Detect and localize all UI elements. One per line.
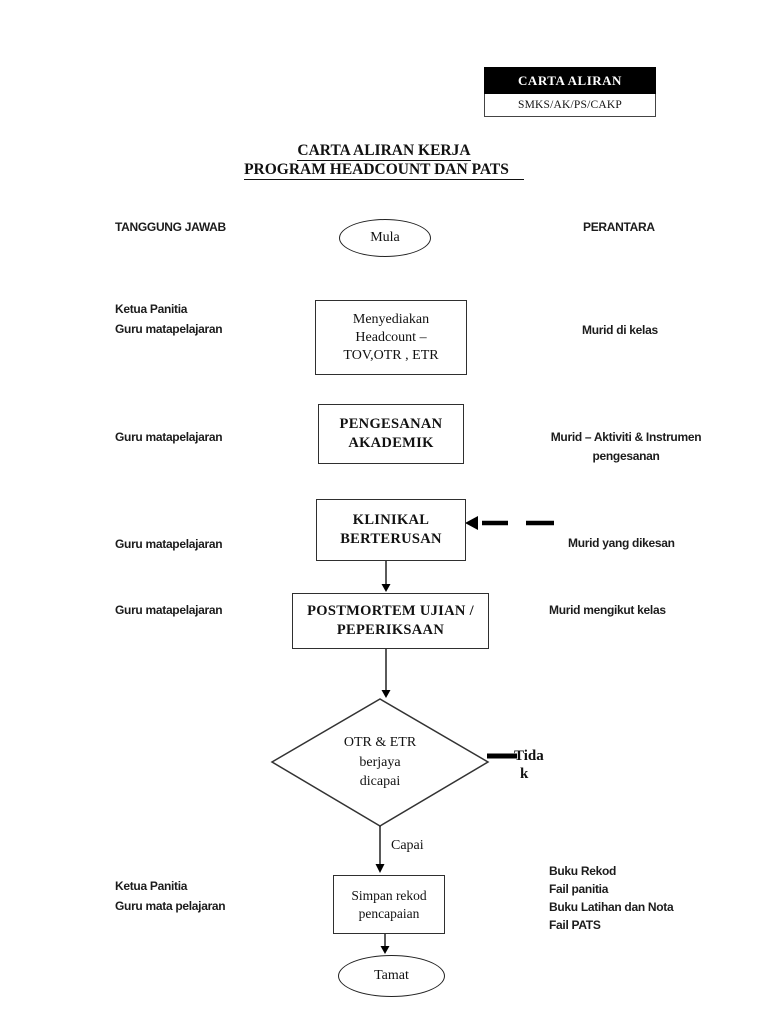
- arrowhead-postmortem: [381, 584, 391, 592]
- right-label-row5-line4: Fail PATS: [549, 918, 601, 932]
- process-save-record: Simpan rekod pencapaian: [333, 875, 445, 934]
- right-label-row5-line2: Fail panitia: [549, 882, 609, 896]
- left-label-row5: Ketua Panitia Guru mata pelajaran: [115, 876, 226, 916]
- postmortem-line2: PEPERIKSAAN: [336, 622, 445, 638]
- klinikal-line1: KLINIKAL: [352, 512, 430, 528]
- save-record-line1: Simpan rekod: [351, 887, 427, 903]
- decision-line3: dicapai: [359, 774, 401, 789]
- right-label-row5: Buku Rekod Fail panitia Buku Latihan dan…: [549, 862, 674, 934]
- left-label-row1-line1: Ketua Panitia: [115, 302, 188, 316]
- left-label-row1: Ketua Panitia Guru matapelajaran: [115, 299, 223, 339]
- dashed-arrowhead: [465, 516, 478, 530]
- process-pengesanan-akademik: PENGESANAN AKADEMIK: [318, 404, 464, 464]
- right-label-row2-line1: Murid – Aktiviti & Instrumen: [550, 430, 702, 444]
- prepare-headcount-line1: Menyediakan: [352, 311, 430, 327]
- pengesanan-line2: AKADEMIK: [348, 435, 434, 451]
- right-label-row5-line3: Buku Latihan dan Nota: [549, 900, 674, 914]
- end-node: Tamat: [338, 955, 445, 997]
- edge-label-no: Tida k: [514, 747, 544, 783]
- start-node: Mula: [339, 219, 431, 257]
- edge-label-no-line2: k: [520, 766, 529, 782]
- document-stamp: CARTA ALIRAN SMKS/AK/PS/CAKP: [484, 67, 656, 117]
- left-label-row3: Guru matapelajaran: [115, 537, 223, 551]
- left-label-row1-line2: Guru matapelajaran: [115, 322, 223, 336]
- left-label-row5-line2: Guru mata pelajaran: [115, 899, 226, 913]
- arrowhead-decision: [381, 690, 391, 698]
- page-title-line2: PROGRAM HEADCOUNT DAN PATS: [244, 161, 524, 180]
- column-header-left: TANGGUNG JAWAB: [115, 220, 226, 234]
- right-label-row4: Murid mengikut kelas: [549, 603, 666, 617]
- edge-label-no-line1: Tida: [514, 748, 544, 764]
- decision-line2: berjaya: [359, 754, 401, 770]
- edge-label-yes: Capai: [391, 838, 424, 853]
- pengesanan-line1: PENGESANAN: [339, 416, 443, 432]
- stamp-title: CARTA ALIRAN: [484, 67, 656, 94]
- decision-line1: OTR & ETR: [343, 735, 417, 750]
- decision-node-text: OTR & ETR berjaya dicapai: [307, 733, 453, 792]
- left-label-row2: Guru matapelajaran: [115, 430, 223, 444]
- right-label-row2: Murid – Aktiviti & Instrumen pengesanan: [540, 428, 712, 466]
- arrowhead-save: [375, 864, 385, 873]
- save-record-line2: pencapaian: [358, 905, 420, 921]
- stamp-code: SMKS/AK/PS/CAKP: [484, 94, 656, 117]
- start-node-label: Mula: [370, 230, 400, 245]
- postmortem-line1: POSTMORTEM UJIAN /: [307, 603, 474, 619]
- process-prepare-headcount: Menyediakan Headcount – TOV,OTR , ETR: [315, 300, 467, 375]
- right-label-row2-line2: pengesanan: [592, 449, 660, 463]
- arrowhead-end: [380, 946, 390, 954]
- end-node-label: Tamat: [374, 968, 409, 983]
- prepare-headcount-line2: Headcount –: [355, 329, 427, 345]
- prepare-headcount-line3: TOV,OTR , ETR: [343, 347, 439, 363]
- right-label-row1: Murid di kelas: [582, 323, 658, 337]
- column-header-right: PERANTARA: [583, 220, 655, 234]
- left-label-row5-line1: Ketua Panitia: [115, 879, 188, 893]
- process-klinikal-berterusan: KLINIKAL BERTERUSAN: [316, 499, 466, 561]
- process-postmortem: POSTMORTEM UJIAN / PEPERIKSAAN: [292, 593, 489, 649]
- left-label-row4: Guru matapelajaran: [115, 603, 223, 617]
- klinikal-line2: BERTERUSAN: [340, 531, 442, 547]
- page-title: CARTA ALIRAN KERJA PROGRAM HEADCOUNT DAN…: [0, 141, 768, 180]
- right-label-row5-line1: Buku Rekod: [549, 864, 617, 878]
- page-title-line1: CARTA ALIRAN KERJA: [297, 142, 471, 161]
- right-label-row3: Murid yang dikesan: [568, 536, 675, 550]
